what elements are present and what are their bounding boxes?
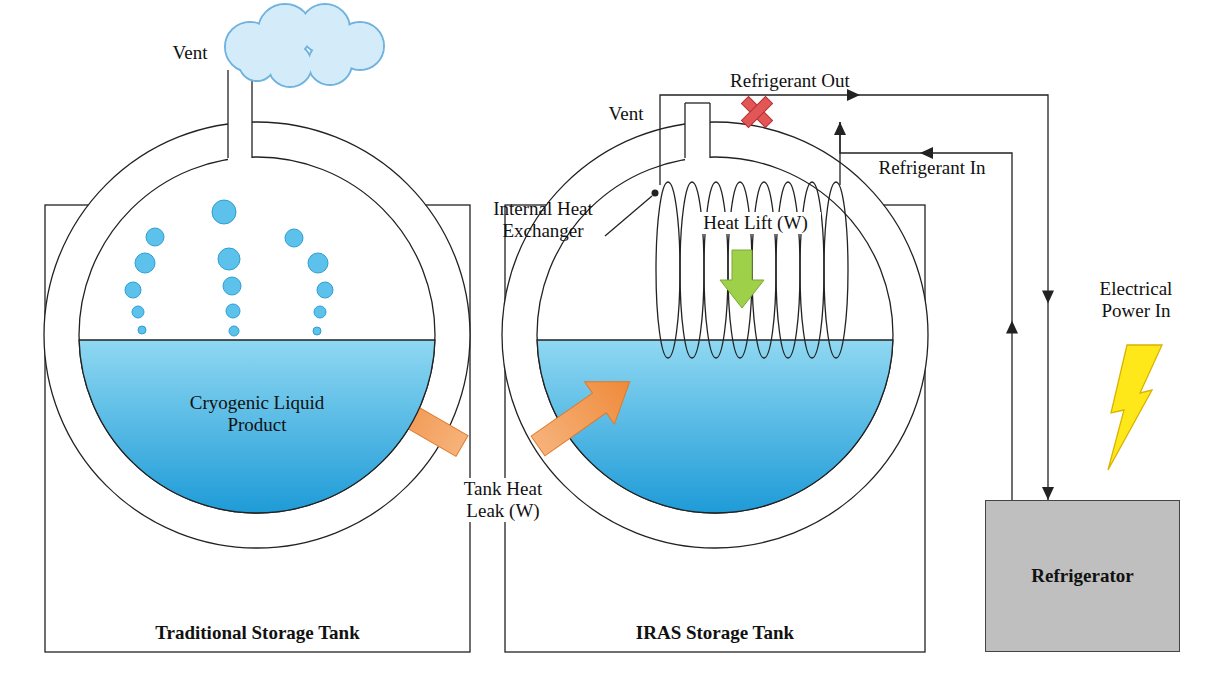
refrigerator-box: Refrigerator xyxy=(985,500,1180,652)
vent-pipe-part xyxy=(251,70,252,158)
vent-cloud-part xyxy=(225,4,384,87)
flow-arrow xyxy=(1006,321,1018,334)
lightning-bolt xyxy=(1108,345,1162,470)
arrow-head xyxy=(1042,487,1054,500)
heat-exchanger-label: Internal Heat Exchanger xyxy=(478,198,608,242)
liquid-fill xyxy=(79,340,435,513)
boil-off-bubbles-part xyxy=(314,306,326,318)
vent-pipe-part xyxy=(227,70,228,158)
closed-vent-pipe-part xyxy=(684,103,685,158)
closed-vent-pipe-part xyxy=(685,103,710,162)
flow-arrow xyxy=(1042,291,1054,304)
leader-line-part xyxy=(605,196,652,236)
boil-off-bubbles-part xyxy=(285,229,303,247)
closed-vent-cross-part xyxy=(741,96,772,127)
vent-cloud xyxy=(225,4,384,87)
flow-label: Refrigerant Out xyxy=(715,70,865,92)
boil-off-bubbles-part xyxy=(229,326,239,336)
boil-off-bubbles-part xyxy=(132,306,144,318)
tank-shells xyxy=(44,122,928,548)
refrigerant-line xyxy=(834,122,1018,500)
vent-cloud-part-part xyxy=(309,42,351,84)
liquid-region: Cryogenic Liquid Product xyxy=(79,340,435,513)
pipe-line xyxy=(840,122,1012,500)
vent-cloud-part-part xyxy=(240,46,274,80)
liquid-label: Cryogenic Liquid Product xyxy=(190,392,325,436)
heat-exchanger-coil-part xyxy=(752,182,776,358)
boil-off-bubbles-part xyxy=(226,304,240,318)
boil-off-bubbles-part xyxy=(146,228,164,246)
node-title: Refrigerator xyxy=(1031,565,1133,587)
vent-label: Vent xyxy=(598,103,654,125)
boil-off-bubbles-part xyxy=(135,253,155,273)
refrigerant-pipes-inside-part xyxy=(659,122,660,185)
boil-off-bubbles-part xyxy=(308,253,328,273)
heat-exchanger-coil-part xyxy=(800,182,824,358)
boil-off-bubbles-part xyxy=(212,200,236,224)
tank-shells-part xyxy=(44,122,470,548)
pipe-line xyxy=(660,95,1048,500)
refrigerant-pipes-inside xyxy=(660,122,840,185)
closed-vent-cross xyxy=(741,96,772,127)
boil-off-bubbles-part xyxy=(223,277,241,295)
closed-vent-cross-part xyxy=(741,96,772,127)
boil-off-bubbles xyxy=(125,200,333,336)
leader-line xyxy=(605,190,659,237)
boil-off-bubbles-part xyxy=(218,248,240,270)
power-label: Electrical Power In xyxy=(1080,278,1192,322)
heat-exchanger-coil-part xyxy=(776,182,800,358)
tank-shells-part xyxy=(502,122,928,548)
heat-exchanger-coil-part xyxy=(704,182,728,358)
node-title: IRAS Storage Tank xyxy=(505,622,925,644)
heat-leak-arrows-part xyxy=(523,360,645,467)
heat-lift-arrow xyxy=(720,250,764,308)
heat-leak-label: Tank Heat Leak (W) xyxy=(450,478,556,522)
vent-pipe xyxy=(228,70,252,162)
refrigerant-line xyxy=(660,89,1054,500)
storage-tank: Traditional Storage Tank Cryogenic Liquid… xyxy=(45,122,470,652)
closed-vent-pipe-part xyxy=(685,102,710,103)
boil-off-bubbles-part xyxy=(138,326,146,334)
heat-exchanger-coil-part xyxy=(824,182,848,358)
closed-vent-pipe xyxy=(685,103,710,162)
arrow-head xyxy=(834,122,846,135)
boil-off-bubbles-part xyxy=(125,282,141,298)
flow-label: Refrigerant In xyxy=(862,157,1002,179)
leader-line-part xyxy=(652,190,659,197)
heat-exchanger-coil-part xyxy=(680,182,704,358)
closed-vent-pipe-part xyxy=(709,103,710,158)
iras-liquid xyxy=(537,340,893,513)
boil-off-bubbles-part xyxy=(317,282,333,298)
boil-off-bubbles-part xyxy=(313,327,321,335)
node-title: Traditional Storage Tank xyxy=(45,622,470,644)
heat-lift-label: Heat Lift (W) xyxy=(690,212,821,234)
vent-cloud-part xyxy=(226,5,383,86)
heat-exchanger-coil-part xyxy=(656,182,680,358)
vent-pipe-part xyxy=(228,70,252,162)
tank-shells-part xyxy=(79,157,435,513)
heat-exchanger-coil xyxy=(656,182,848,358)
vent-cloud-part-part xyxy=(269,44,311,86)
vent-label: Vent xyxy=(160,42,220,64)
